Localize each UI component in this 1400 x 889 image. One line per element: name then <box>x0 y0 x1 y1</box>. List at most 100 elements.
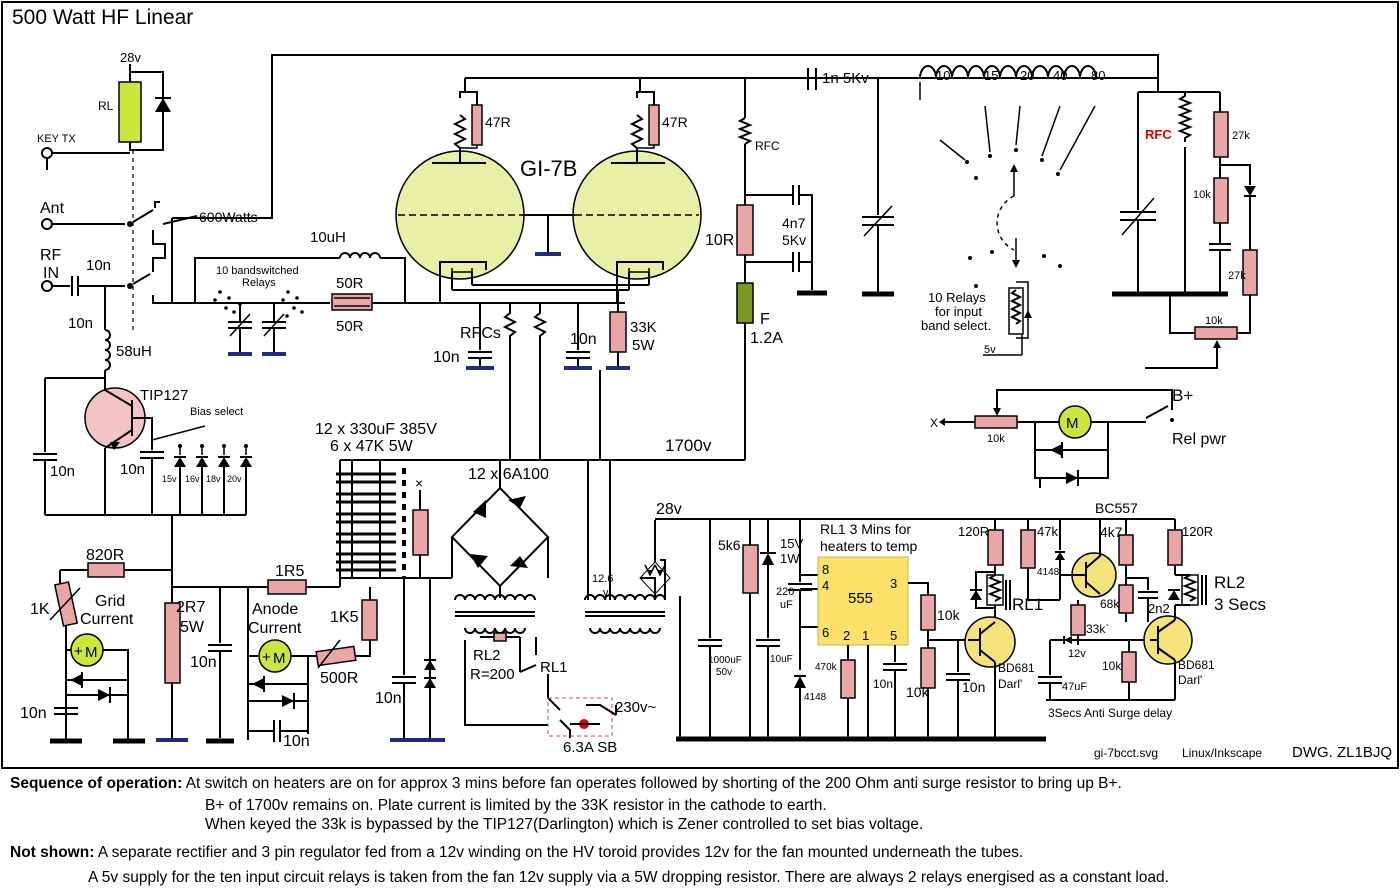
timer-555-chip <box>817 556 909 646</box>
res-33k-as <box>1070 604 1086 636</box>
zener-15v-icon <box>762 553 774 565</box>
plate-choke-right-icon <box>629 114 645 149</box>
res-1K5 <box>361 599 378 641</box>
rl1-diode-icon <box>970 590 982 600</box>
relays-label-2: for input <box>935 304 982 319</box>
res-10k-timer-b-label: 10k <box>906 684 930 700</box>
svg-text:20: 20 <box>1020 68 1034 83</box>
pot-1K-label: 1K <box>30 601 50 618</box>
res-47k <box>1020 529 1036 569</box>
res-5k6 <box>742 544 759 594</box>
hv-diode-a-icon <box>424 660 436 670</box>
rl2-coil-label: RL2 <box>1214 573 1245 592</box>
res-33K-label: 33K <box>630 319 657 336</box>
ant-jack <box>41 218 53 230</box>
rl1-label-hv: RL1 <box>540 659 568 676</box>
res-10k-label: 10k <box>1193 189 1211 201</box>
res-1K5-label: 1K5 <box>330 609 359 626</box>
bias-select-label: Bias select <box>190 406 243 418</box>
tip127-label: TIP127 <box>140 387 188 404</box>
rel-pwr-label: Rel pwr <box>1172 431 1227 448</box>
power-label: 600Watts <box>199 209 258 225</box>
bd681-b-label: BD681 <box>1178 658 1215 672</box>
plate-resistor-right <box>648 104 660 146</box>
res-120R-b <box>1167 529 1183 566</box>
cap-1000uF-label: 1000uF <box>708 655 742 666</box>
choke-58uH-icon <box>104 329 111 371</box>
chip-label: 555 <box>848 590 873 607</box>
mains-fuse-label: 6.3A SB <box>563 739 617 756</box>
hv-diode-b-icon <box>424 678 436 688</box>
rf-in-cap-label-b: 10n <box>68 315 93 332</box>
not-shown-label: Not shown: <box>10 844 95 861</box>
pin-2: 2 <box>843 628 850 643</box>
res-68k-label: 68k <box>1100 597 1120 611</box>
not-shown-text-1: A separate rectifier and 3 pin regulator… <box>97 844 1024 861</box>
rf-in-jack <box>41 280 53 292</box>
zener-diodes <box>174 456 252 467</box>
grid-current-label-1: Grid <box>95 593 125 610</box>
cap-4n7-label: 4n7 <box>782 215 806 231</box>
res-10R <box>736 204 754 256</box>
pot-10k-label: 10k <box>1205 315 1223 327</box>
anode-meter-m: M <box>273 650 286 667</box>
grid-current-label-2: Current <box>80 611 134 628</box>
output-rfc-label: RFC <box>755 139 780 153</box>
rf-in-cap-label-a: 10n <box>86 257 111 274</box>
key-tx-label: KEY TX <box>37 133 76 145</box>
heater-transformer <box>584 594 666 634</box>
res-27k-label-a: 27k <box>1232 130 1250 142</box>
bridge-label: 12 x 6A100 <box>468 466 549 483</box>
sequence-text-1: At switch on heaters are on for approx 3… <box>185 775 1122 792</box>
hv-capacitor-bank <box>336 460 406 578</box>
meter-label-output: M <box>1066 415 1079 432</box>
sequence-text-2: B+ of 1700v remains on. Plate current is… <box>205 797 827 814</box>
grid-meter-label: + <box>74 643 83 660</box>
output-rfc2-icon <box>1177 92 1193 142</box>
res-2R7-label: 2R7 <box>176 599 205 616</box>
hv-transformer <box>454 594 536 634</box>
cap-10n-b-label: 10n <box>962 679 985 695</box>
cap-220-label: 220 <box>776 586 794 598</box>
diode-4148-timer-icon <box>794 676 806 688</box>
rl1-title-1: RL1 3 Mins for <box>820 521 911 537</box>
choke-10uH-icon <box>339 252 381 259</box>
diode-4148-timer-label: 4148 <box>804 692 827 703</box>
anode-current-label-1: Anode <box>252 601 298 618</box>
hv-resistors-label: 6 x 47K 5W <box>330 438 414 455</box>
relays-label-3: band select. <box>921 318 991 333</box>
fuse-label: F <box>760 311 770 328</box>
anti-surge-resistor-200 <box>493 632 507 642</box>
res-33K-w-label: 5W <box>632 337 655 354</box>
rl1-title-2: heaters to temp <box>820 538 917 554</box>
plate-res-label-right: 47R <box>662 114 688 130</box>
res-27k-label-b: 27k <box>1228 270 1246 282</box>
res-2R7-w-label: 5W <box>180 619 205 636</box>
choke-10uH-label: 10uH <box>310 229 346 246</box>
b-plus-label: B+ <box>1172 386 1193 405</box>
bd681-a-label: BD681 <box>998 661 1035 675</box>
res-120R-a <box>987 529 1004 566</box>
res-470k-label: 470k <box>815 662 838 673</box>
coupling-cap-label: 1n 5Kv <box>822 70 869 87</box>
res-50R-label-a: 50R <box>336 275 364 292</box>
relay-v-label: 5v <box>984 344 996 356</box>
grid-cap-label: 10n <box>20 705 47 722</box>
zener-20v: 20v <box>227 474 242 484</box>
r200-label: R=200 <box>470 666 515 683</box>
cross-mark: × <box>415 475 423 491</box>
svg-text:80: 80 <box>1091 68 1105 83</box>
sequence-text-3: When keyed the 33k is bypassed by the TI… <box>205 816 924 833</box>
grid-resistor-50R <box>331 293 373 311</box>
bc557-label: BC557 <box>1095 500 1138 516</box>
cap-10uF-label: 10uF <box>770 654 793 665</box>
zener-12v-label: 12v <box>1068 648 1086 660</box>
cathode-rfc-1-icon <box>502 303 518 346</box>
res-10k-timer-a-label: 10k <box>937 607 961 623</box>
ant-label: Ant <box>40 200 65 217</box>
bd681-a-transistor <box>964 616 1016 668</box>
rl2-label: RL2 <box>473 647 501 664</box>
zener-label: 15V <box>780 536 803 551</box>
rl2-diode-icon <box>1168 590 1180 600</box>
bandswitch-label-2: Relays <box>242 277 276 289</box>
